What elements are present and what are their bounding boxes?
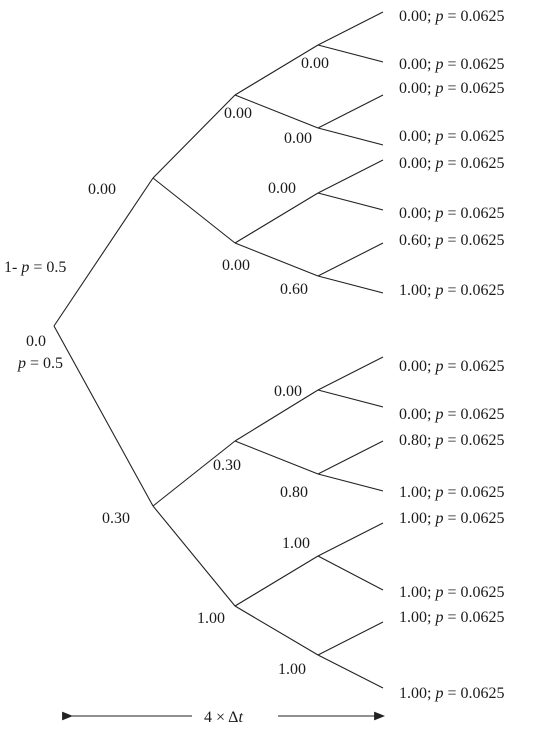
edge-l3-3-up bbox=[317, 159, 384, 194]
edge-l3-2-up bbox=[317, 94, 384, 129]
branch-probability-labels: 1- p = 0.5 p = 0.5 bbox=[4, 259, 66, 372]
edge-l3-6-up bbox=[317, 440, 384, 475]
edge-l2d-down bbox=[234, 605, 319, 656]
time-axis: 4 × Δt bbox=[62, 709, 386, 726]
leaf-label: 1.00; p = 0.0625 bbox=[399, 484, 504, 501]
edge-root-down bbox=[53, 325, 154, 507]
edge-l3-6-down bbox=[317, 473, 384, 492]
leaf-label: 0.00; p = 0.0625 bbox=[399, 80, 504, 97]
edge-l3-7-down bbox=[317, 555, 384, 591]
edge-l1b-down bbox=[152, 505, 236, 607]
edge-l3-1-up bbox=[317, 11, 384, 46]
root-node-label: 0.0 bbox=[26, 333, 46, 350]
up-var: p bbox=[20, 259, 29, 276]
edge-l2c-up bbox=[234, 389, 319, 442]
level3-node-label: 0.00 bbox=[274, 383, 302, 400]
edge-l1a-down bbox=[152, 177, 236, 244]
edge-root-up bbox=[53, 177, 154, 327]
leaf-labels: 0.00; p = 0.0625 0.00; p = 0.0625 0.00; … bbox=[399, 8, 504, 702]
time-axis-label: 4 × Δt bbox=[204, 709, 243, 726]
level2-node-label: 0.00 bbox=[224, 105, 252, 122]
down-suffix: = 0.5 bbox=[26, 355, 63, 372]
level3-node-label: 0.60 bbox=[280, 281, 308, 298]
edge-l1a-up bbox=[152, 94, 236, 179]
leaf-label: 1.00; p = 0.0625 bbox=[399, 584, 504, 601]
level3-node-label: 0.00 bbox=[284, 130, 312, 147]
edge-l2a-up bbox=[234, 44, 319, 96]
up-prefix: 1- bbox=[4, 259, 21, 276]
level3-node-label: 1.00 bbox=[278, 661, 306, 678]
edge-l2b-down bbox=[234, 242, 319, 277]
leaf-label: 0.00; p = 0.0625 bbox=[399, 128, 504, 145]
level2-node-label: 1.00 bbox=[197, 610, 225, 627]
level3-node-label: 1.00 bbox=[282, 535, 310, 552]
leaf-label: 0.60; p = 0.0625 bbox=[399, 232, 504, 249]
leaf-label: 0.00; p = 0.0625 bbox=[399, 56, 504, 73]
node-labels: 0.0 0.00 0.30 0.00 0.00 0.30 1.00 0.00 0… bbox=[26, 55, 329, 678]
level3-node-label: 0.80 bbox=[280, 484, 308, 501]
edge-l3-8-up bbox=[317, 621, 384, 656]
edge-l3-8-down bbox=[317, 654, 384, 689]
edge-l2d-up bbox=[234, 555, 319, 607]
level2-node-label: 0.00 bbox=[222, 257, 250, 274]
leaf-label: 0.00; p = 0.0625 bbox=[399, 8, 504, 25]
leaf-label: 0.00; p = 0.0625 bbox=[399, 155, 504, 172]
edge-l3-2-down bbox=[317, 127, 384, 146]
edge-l2c-down bbox=[234, 440, 319, 475]
leaf-label: 0.00; p = 0.0625 bbox=[399, 358, 504, 375]
leaf-label: 1.00; p = 0.0625 bbox=[399, 609, 504, 626]
leaf-label: 1.00; p = 0.0625 bbox=[399, 685, 504, 702]
edge-l3-7-up bbox=[317, 522, 384, 557]
leaf-label: 0.00; p = 0.0625 bbox=[399, 205, 504, 222]
up-suffix: = 0.5 bbox=[29, 259, 66, 276]
edge-l1b-up bbox=[152, 440, 236, 507]
edge-l3-3-down bbox=[317, 192, 384, 211]
leaf-label: 0.80; p = 0.0625 bbox=[399, 432, 504, 449]
level2-node-label: 0.30 bbox=[213, 457, 241, 474]
edge-l3-5-down bbox=[317, 389, 384, 408]
edge-l2b-up bbox=[234, 192, 319, 244]
edge-l3-4-down bbox=[317, 275, 384, 294]
leaf-label: 0.00; p = 0.0625 bbox=[399, 406, 504, 423]
level1-node-label: 0.00 bbox=[88, 181, 116, 198]
level1-node-label: 0.30 bbox=[102, 510, 130, 527]
level3-node-label: 0.00 bbox=[268, 180, 296, 197]
level3-node-label: 0.00 bbox=[301, 55, 329, 72]
tree-edges bbox=[53, 11, 384, 689]
down-var: p bbox=[17, 355, 26, 372]
leaf-label: 1.00; p = 0.0625 bbox=[399, 282, 504, 299]
leaf-label: 1.00; p = 0.0625 bbox=[399, 510, 504, 527]
up-probability-label: 1- p = 0.5 bbox=[4, 259, 66, 276]
edge-l3-4-up bbox=[317, 242, 384, 277]
down-probability-label: p = 0.5 bbox=[17, 355, 63, 372]
edge-l2a-down bbox=[234, 94, 319, 129]
edge-l3-5-up bbox=[317, 356, 384, 391]
edge-l3-1-down bbox=[317, 44, 384, 63]
